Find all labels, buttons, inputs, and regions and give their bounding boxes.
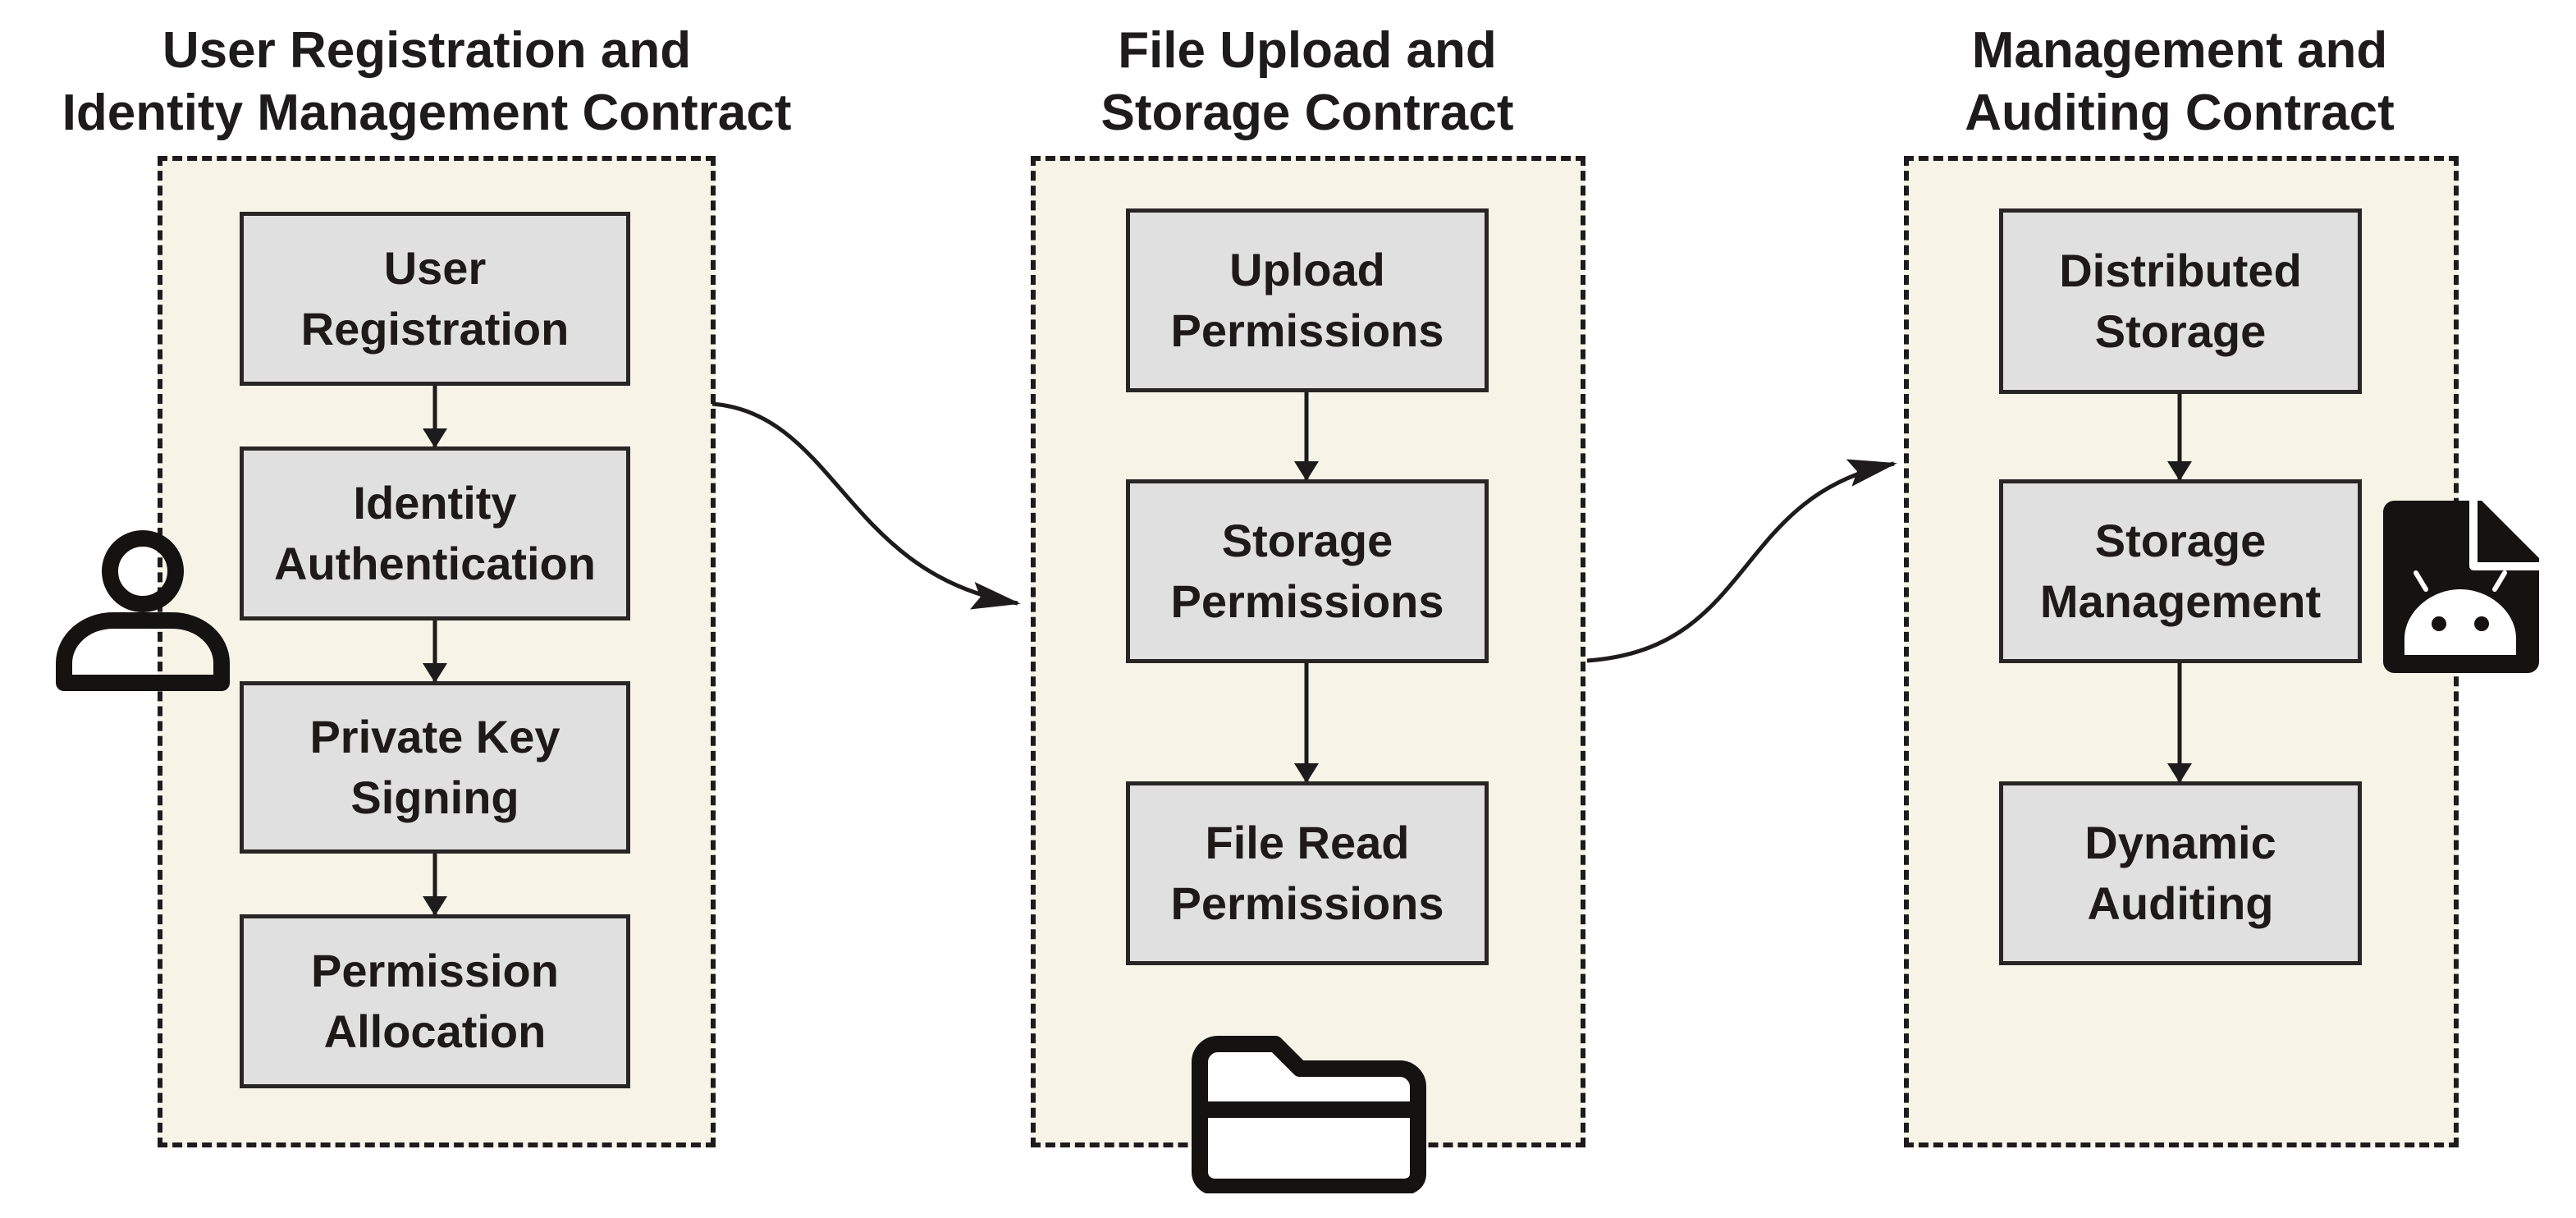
contract-3-title: Management and Auditing Contract: [1965, 22, 2395, 141]
android-file-icon: [2383, 501, 2539, 673]
contract-1-title: User Registration and Identity Managemen…: [62, 22, 792, 141]
curve-arrow-1-to-2: [711, 401, 1021, 610]
contract-2-title: File Upload and Storage Contract: [1100, 22, 1514, 141]
folder-icon: [1192, 1036, 1426, 1193]
user-icon: [56, 530, 230, 691]
curve-arrow-2-to-3: [1586, 459, 1897, 663]
